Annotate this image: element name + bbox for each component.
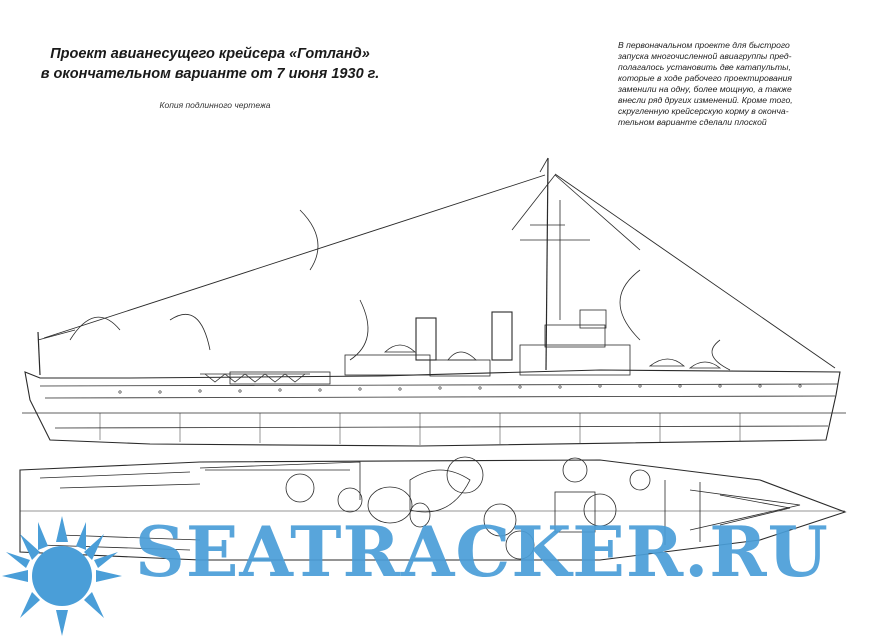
desc-line-4: которые в ходе рабочего проектирования (618, 73, 792, 83)
drawing-title: Проект авианесущего крейсера «Готланд» в… (40, 44, 380, 84)
description-text: В первоначальном проекте для быстрого за… (618, 40, 836, 128)
desc-line-7: скругленную крейсерскую корму в оконча- (618, 106, 789, 116)
desc-line-1: В первоначальном проекте для быстрого (618, 40, 790, 50)
desc-line-5: заменили на одну, более мощную, а также (618, 84, 792, 94)
desc-line-3: полагалось установить две катапульты, (618, 62, 791, 72)
portholes (118, 384, 802, 394)
watermark-band (0, 506, 872, 636)
desc-line-2: запуска многочисленной авиагруппы пред- (618, 51, 792, 61)
drawing-caption: Копия подлинного чертежа (159, 100, 271, 110)
desc-line-6: внесли ряд других изменений. Кроме того, (618, 95, 793, 105)
sun-logo-icon (2, 516, 122, 636)
desc-line-8: тельном варианте сделали плоской (618, 117, 767, 127)
side-profile-view (22, 157, 846, 447)
title-line-2: в окончательном варианте от 7 июня 1930 … (40, 66, 380, 82)
watermark-text: SEATRACKER.RU (135, 512, 829, 593)
title-line-1: Проект авианесущего крейсера «Готланд» (50, 46, 370, 62)
